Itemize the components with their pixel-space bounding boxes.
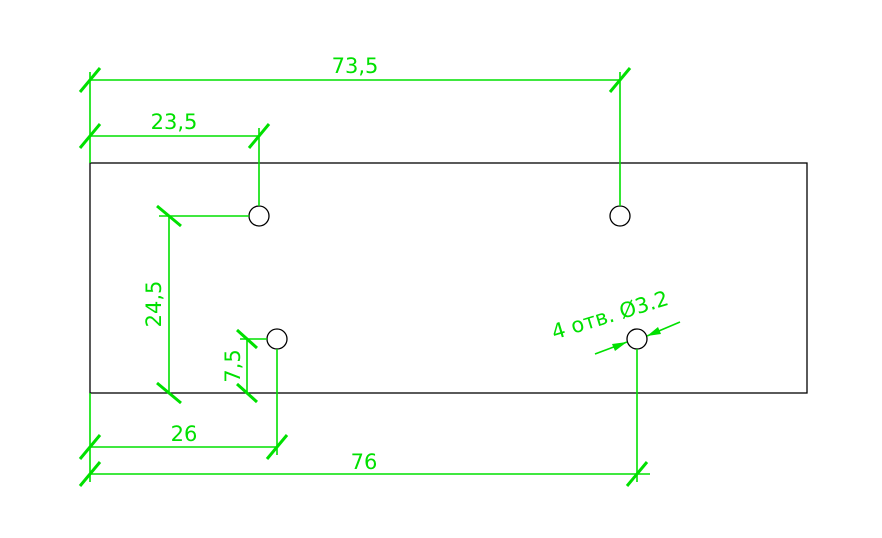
dim-top-left: 23,5 [151,110,198,134]
hole-callout: 4 отв. Ø3.2 [549,286,672,344]
hole-top-left [248,205,270,227]
dim-top-overall: 73,5 [332,54,379,78]
callout-arrowheads [612,327,661,351]
part-outline [89,162,808,394]
hole-bottom-left [266,328,288,350]
dim-bottom-left: 26 [171,422,198,446]
dim-vertical-hole-offset: 7,5 [221,349,245,382]
hole-bottom-right [626,328,648,350]
dim-vertical-hole-spacing: 24,5 [142,281,166,328]
hole-top-right [609,205,631,227]
dimension-lines [78,67,681,487]
dim-bottom-overall: 76 [351,450,378,474]
